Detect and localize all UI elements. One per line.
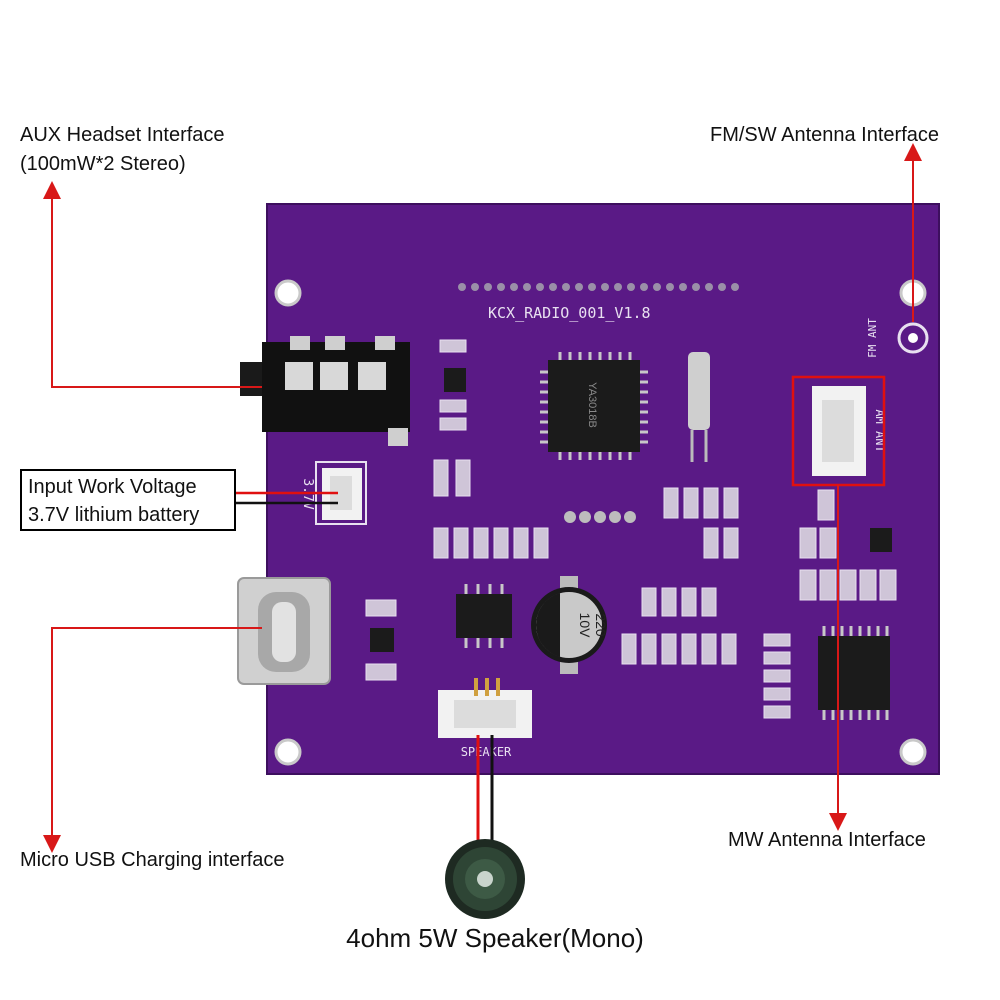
usb-label: Micro USB Charging interface: [20, 849, 285, 871]
usb-c-port: [237, 577, 331, 685]
headphone-jack: [240, 336, 410, 446]
fm-ant-text: FM ANT: [866, 318, 879, 358]
aux-label-line1: AUX Headset Interface: [20, 124, 225, 146]
speaker-icon: [445, 839, 525, 919]
smd-components: [365, 339, 897, 719]
pcb-board: KCX_RADIO_001_V1.8: [237, 203, 940, 775]
mw-label: MW Antenna Interface: [728, 829, 926, 851]
input-label-line2: 3.7V lithium battery: [28, 504, 200, 526]
chip-marking: YA3018B: [586, 382, 598, 428]
fm-antenna-pad: [897, 322, 929, 354]
am-antenna-connector: [812, 386, 866, 476]
aux-label-line2: (100mW*2 Stereo): [20, 153, 186, 175]
fm-sw-label: FM/SW Antenna Interface: [710, 124, 939, 146]
cap-value-text: 220: [593, 613, 609, 637]
electrolytic-capacitor: 220 10V: [531, 576, 609, 674]
speaker-label: 4ohm 5W Speaker(Mono): [346, 923, 644, 953]
speaker-port-text: SPEAKER: [461, 745, 512, 759]
usb-arrow: [43, 627, 262, 853]
pad-row: [564, 511, 636, 523]
amp-chip: [456, 584, 512, 648]
board-model-text: KCX_RADIO_001_V1.8: [488, 304, 651, 322]
main-chip: YA3018B: [540, 352, 648, 460]
aux-arrow: [43, 181, 262, 388]
speaker-connector: [438, 678, 532, 738]
crystal: [688, 352, 710, 462]
input-label-line1: Input Work Voltage: [28, 476, 197, 498]
ssop-chip: [818, 626, 890, 720]
header-pin-row: [458, 283, 739, 291]
input-voltage-box: Input Work Voltage 3.7V lithium battery: [20, 469, 236, 531]
cap-voltage-text: 10V: [577, 613, 593, 639]
transistors: [370, 368, 892, 652]
